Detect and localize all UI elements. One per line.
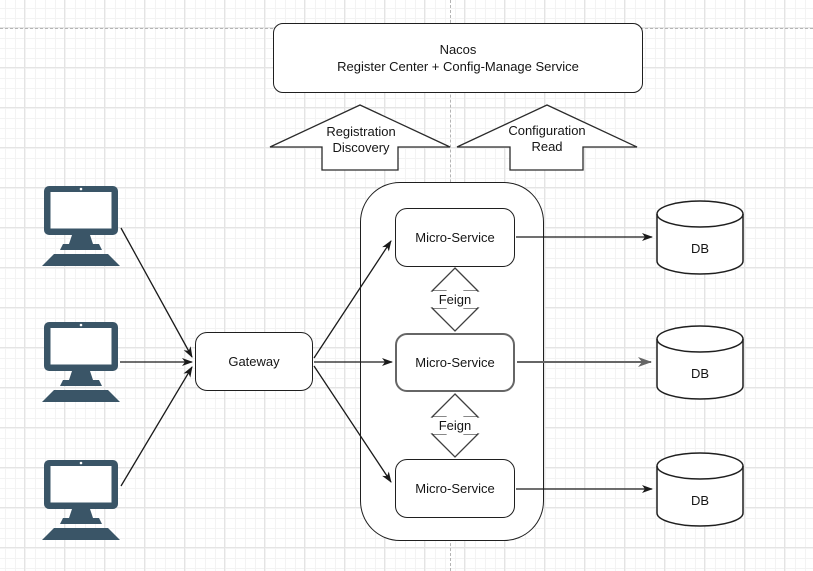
db-label-2: DB	[690, 365, 710, 381]
micro-service-label: Micro-Service	[415, 481, 495, 496]
gateway-box[interactable]: Gateway	[195, 332, 313, 391]
feign-label-2: Feign	[433, 417, 477, 434]
edge-client1-gateway[interactable]	[120, 227, 193, 358]
db-cylinder-2[interactable]	[656, 325, 744, 400]
configuration-label-line1: Configuration	[508, 123, 586, 138]
db-label-1: DB	[690, 240, 710, 256]
registration-discovery-label: Registration Discovery	[300, 124, 422, 156]
workstation-icon[interactable]	[42, 186, 120, 266]
configuration-read-label: Configuration Read	[486, 123, 608, 155]
nacos-box[interactable]: Nacos Register Center + Config-Manage Se…	[273, 23, 643, 93]
gateway-label: Gateway	[228, 354, 280, 369]
db-cylinder-3[interactable]	[656, 452, 744, 527]
registration-label-line2: Discovery	[332, 140, 390, 155]
db-cylinder-1[interactable]	[656, 200, 744, 275]
nacos-title: Nacos	[439, 42, 477, 57]
configuration-label-line2: Read	[531, 139, 563, 154]
workstation-icon[interactable]	[42, 460, 120, 540]
nacos-subtitle: Register Center + Config-Manage Service	[337, 59, 579, 74]
micro-service-box-2[interactable]: Micro-Service	[395, 333, 515, 392]
micro-service-box-1[interactable]: Micro-Service	[395, 208, 515, 267]
feign-label-1: Feign	[433, 291, 477, 308]
micro-service-label: Micro-Service	[415, 355, 495, 370]
db-label-3: DB	[690, 492, 710, 508]
workstation-icon[interactable]	[42, 322, 120, 402]
micro-service-label: Micro-Service	[415, 230, 495, 245]
edge-client3-gateway[interactable]	[120, 366, 193, 487]
micro-service-box-3[interactable]: Micro-Service	[395, 459, 515, 518]
registration-label-line1: Registration	[326, 124, 396, 139]
